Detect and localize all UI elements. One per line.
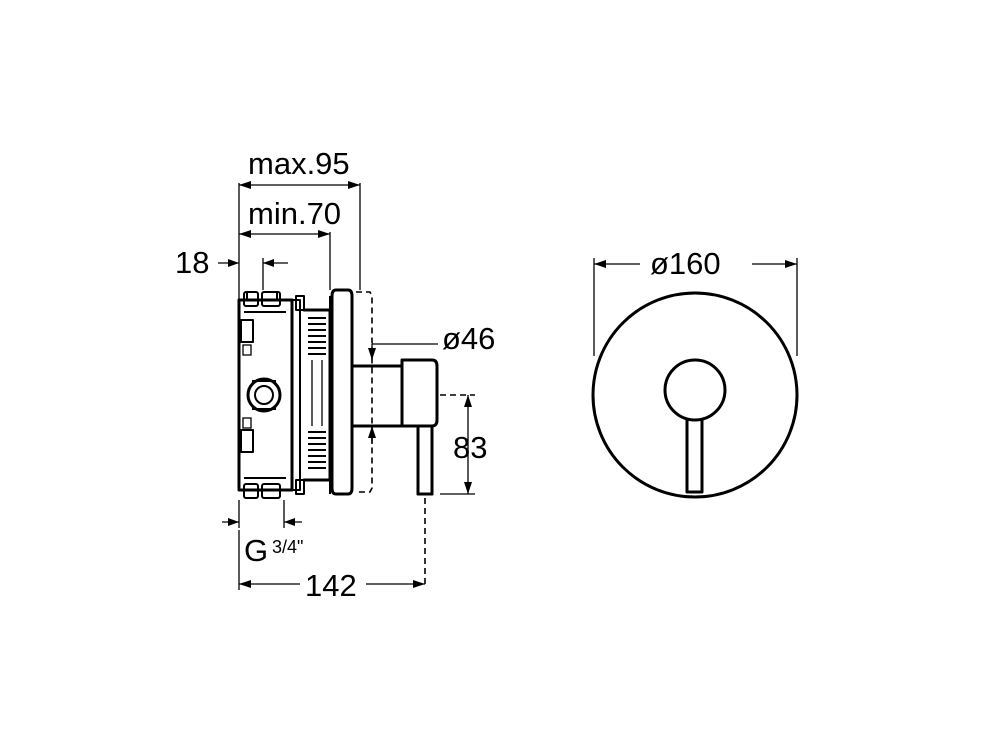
cover-plate-side <box>330 288 373 496</box>
front-view: ø160 <box>591 246 799 499</box>
dimension-diameter-46-label: ø46 <box>442 321 495 356</box>
dimension-18: 18 <box>175 245 288 290</box>
dimension-18-label: 18 <box>175 245 209 280</box>
dimension-diameter-46: ø46 <box>368 321 495 444</box>
handle-hub-front <box>663 358 727 422</box>
dimension-83-label: 83 <box>453 430 487 465</box>
dimension-142: 142 <box>238 530 425 603</box>
cover-plate-front <box>591 291 799 499</box>
dimension-142-label: 142 <box>305 568 357 603</box>
dimension-thread-label: G <box>244 533 268 568</box>
dimension-thread: G 3/4" <box>222 500 303 568</box>
dimension-diameter-160: ø160 <box>594 246 797 281</box>
valve-body <box>237 291 332 499</box>
dimension-min-70: min.70 <box>239 196 341 238</box>
dimension-max-95-label: max.95 <box>248 146 350 181</box>
dimension-min-70-label: min.70 <box>248 196 341 231</box>
lever-front <box>685 418 704 494</box>
handle-side <box>350 358 439 496</box>
dimension-thread-fraction: 3/4" <box>272 537 303 557</box>
dimension-83: 83 <box>440 394 487 495</box>
dimension-diameter-160-label: ø160 <box>650 246 721 281</box>
dimension-max-95: max.95 <box>239 146 360 189</box>
side-view: max.95 min.70 18 <box>175 146 495 603</box>
